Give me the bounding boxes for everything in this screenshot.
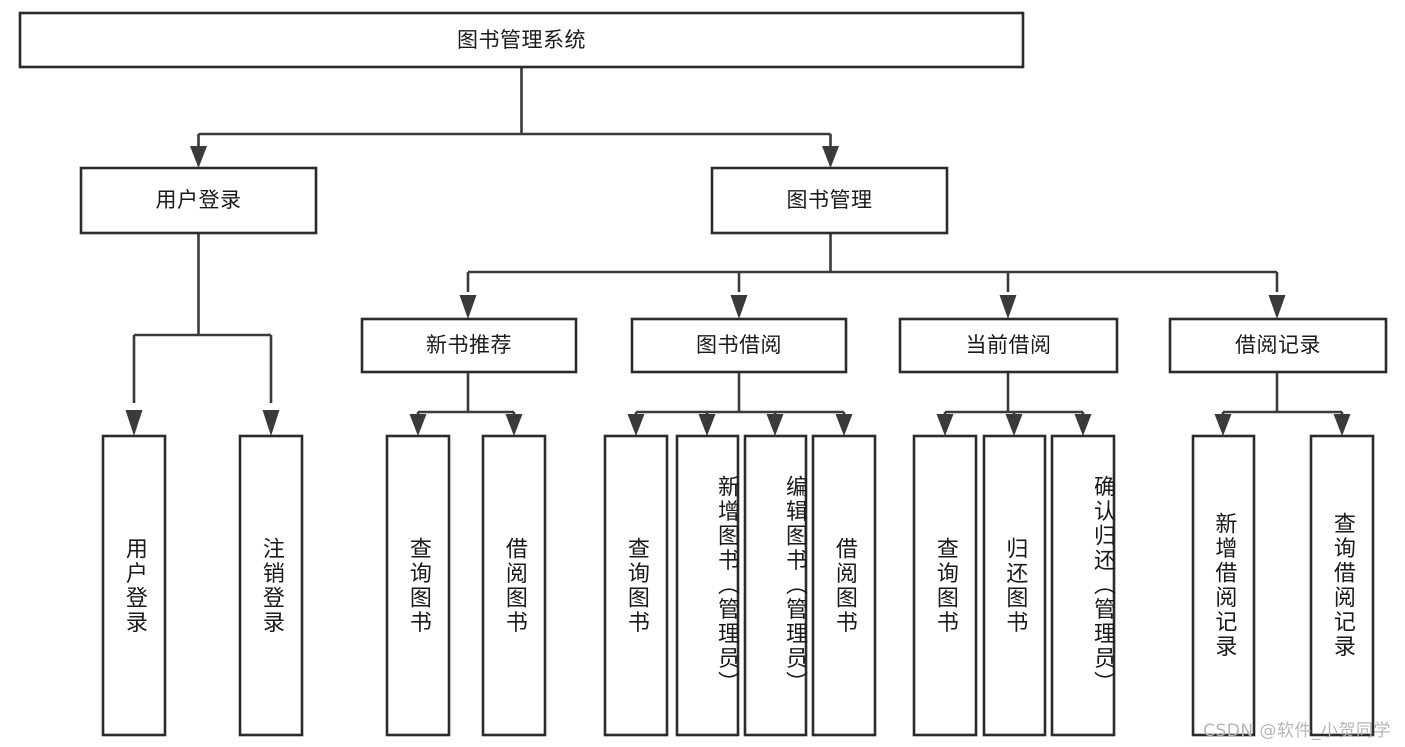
node-leaf10-box[interactable]: [982, 434, 1047, 737]
arrow-head-leaf1: [125, 410, 143, 436]
node-records-box[interactable]: [1168, 317, 1388, 374]
connector-layer: [125, 67, 1351, 436]
arrow-head-leaf2: [262, 410, 280, 436]
node-leaf12-box[interactable]: [1191, 434, 1256, 737]
arrow-head-leaf7: [766, 414, 784, 436]
arrow-head-leaf13: [1333, 414, 1351, 436]
arrow-head-bookmgmt: [822, 146, 839, 168]
arrow-head-borrow: [730, 295, 748, 319]
node-login[interactable]: 用户登录: [79, 166, 318, 235]
arrow-head-leaf3: [409, 414, 427, 436]
arrow-head-current: [999, 295, 1017, 319]
arrow-head-leaf5: [627, 414, 645, 436]
node-leaf3-box[interactable]: [385, 434, 451, 737]
node-leaf6-box[interactable]: [675, 434, 740, 737]
node-current-box[interactable]: [898, 317, 1119, 374]
node-records[interactable]: 借阅记录: [1168, 317, 1388, 374]
arrow-head-leaf4: [505, 414, 523, 436]
node-leaf4-box[interactable]: [481, 434, 547, 737]
node-leaf2-box[interactable]: [238, 434, 304, 737]
leaf-boxes-layer: [101, 434, 1375, 737]
node-current[interactable]: 当前借阅: [898, 317, 1119, 374]
node-newbook[interactable]: 新书推荐: [360, 317, 578, 374]
arrow-head-leaf6: [698, 414, 716, 436]
node-newbook-box[interactable]: [360, 317, 578, 374]
node-borrow-box[interactable]: [630, 317, 848, 374]
node-leaf5-box[interactable]: [603, 434, 669, 737]
arrow-head-leaf10: [1005, 414, 1023, 436]
node-leaf9-box[interactable]: [912, 434, 978, 737]
arrow-head-leaf12: [1214, 414, 1232, 436]
arrow-head-login: [190, 146, 207, 168]
node-bookmgmt-label: 图书管理: [787, 188, 873, 212]
node-bookmgmt[interactable]: 图书管理: [710, 166, 949, 235]
node-root-box[interactable]: [18, 11, 1025, 69]
arrow-head-leaf8: [835, 414, 853, 436]
node-bookmgmt-box[interactable]: [710, 166, 949, 235]
node-leaf7-box[interactable]: [743, 434, 808, 737]
arrow-head-leaf9: [936, 414, 954, 436]
node-root[interactable]: 图书管理系统: [18, 11, 1025, 69]
node-records-label: 借阅记录: [1235, 333, 1321, 357]
arrow-head-records: [1268, 295, 1286, 319]
node-leaf8-box[interactable]: [811, 434, 877, 737]
arrow-head-leaf11: [1074, 414, 1092, 436]
node-borrow[interactable]: 图书借阅: [630, 317, 848, 374]
watermark-text: CSDN @软件_小贺同学: [1203, 721, 1391, 741]
node-leaf13-box[interactable]: [1309, 434, 1375, 737]
node-current-label: 当前借阅: [966, 333, 1052, 357]
node-login-label: 用户登录: [156, 188, 242, 212]
node-login-box[interactable]: [79, 166, 318, 235]
node-leaf1-box[interactable]: [101, 434, 167, 737]
arrow-head-newbook: [459, 295, 477, 319]
node-newbook-label: 新书推荐: [426, 333, 512, 357]
node-borrow-label: 图书借阅: [696, 333, 782, 357]
node-leaf11-box[interactable]: [1050, 434, 1116, 737]
node-root-label: 图书管理系统: [457, 28, 586, 52]
